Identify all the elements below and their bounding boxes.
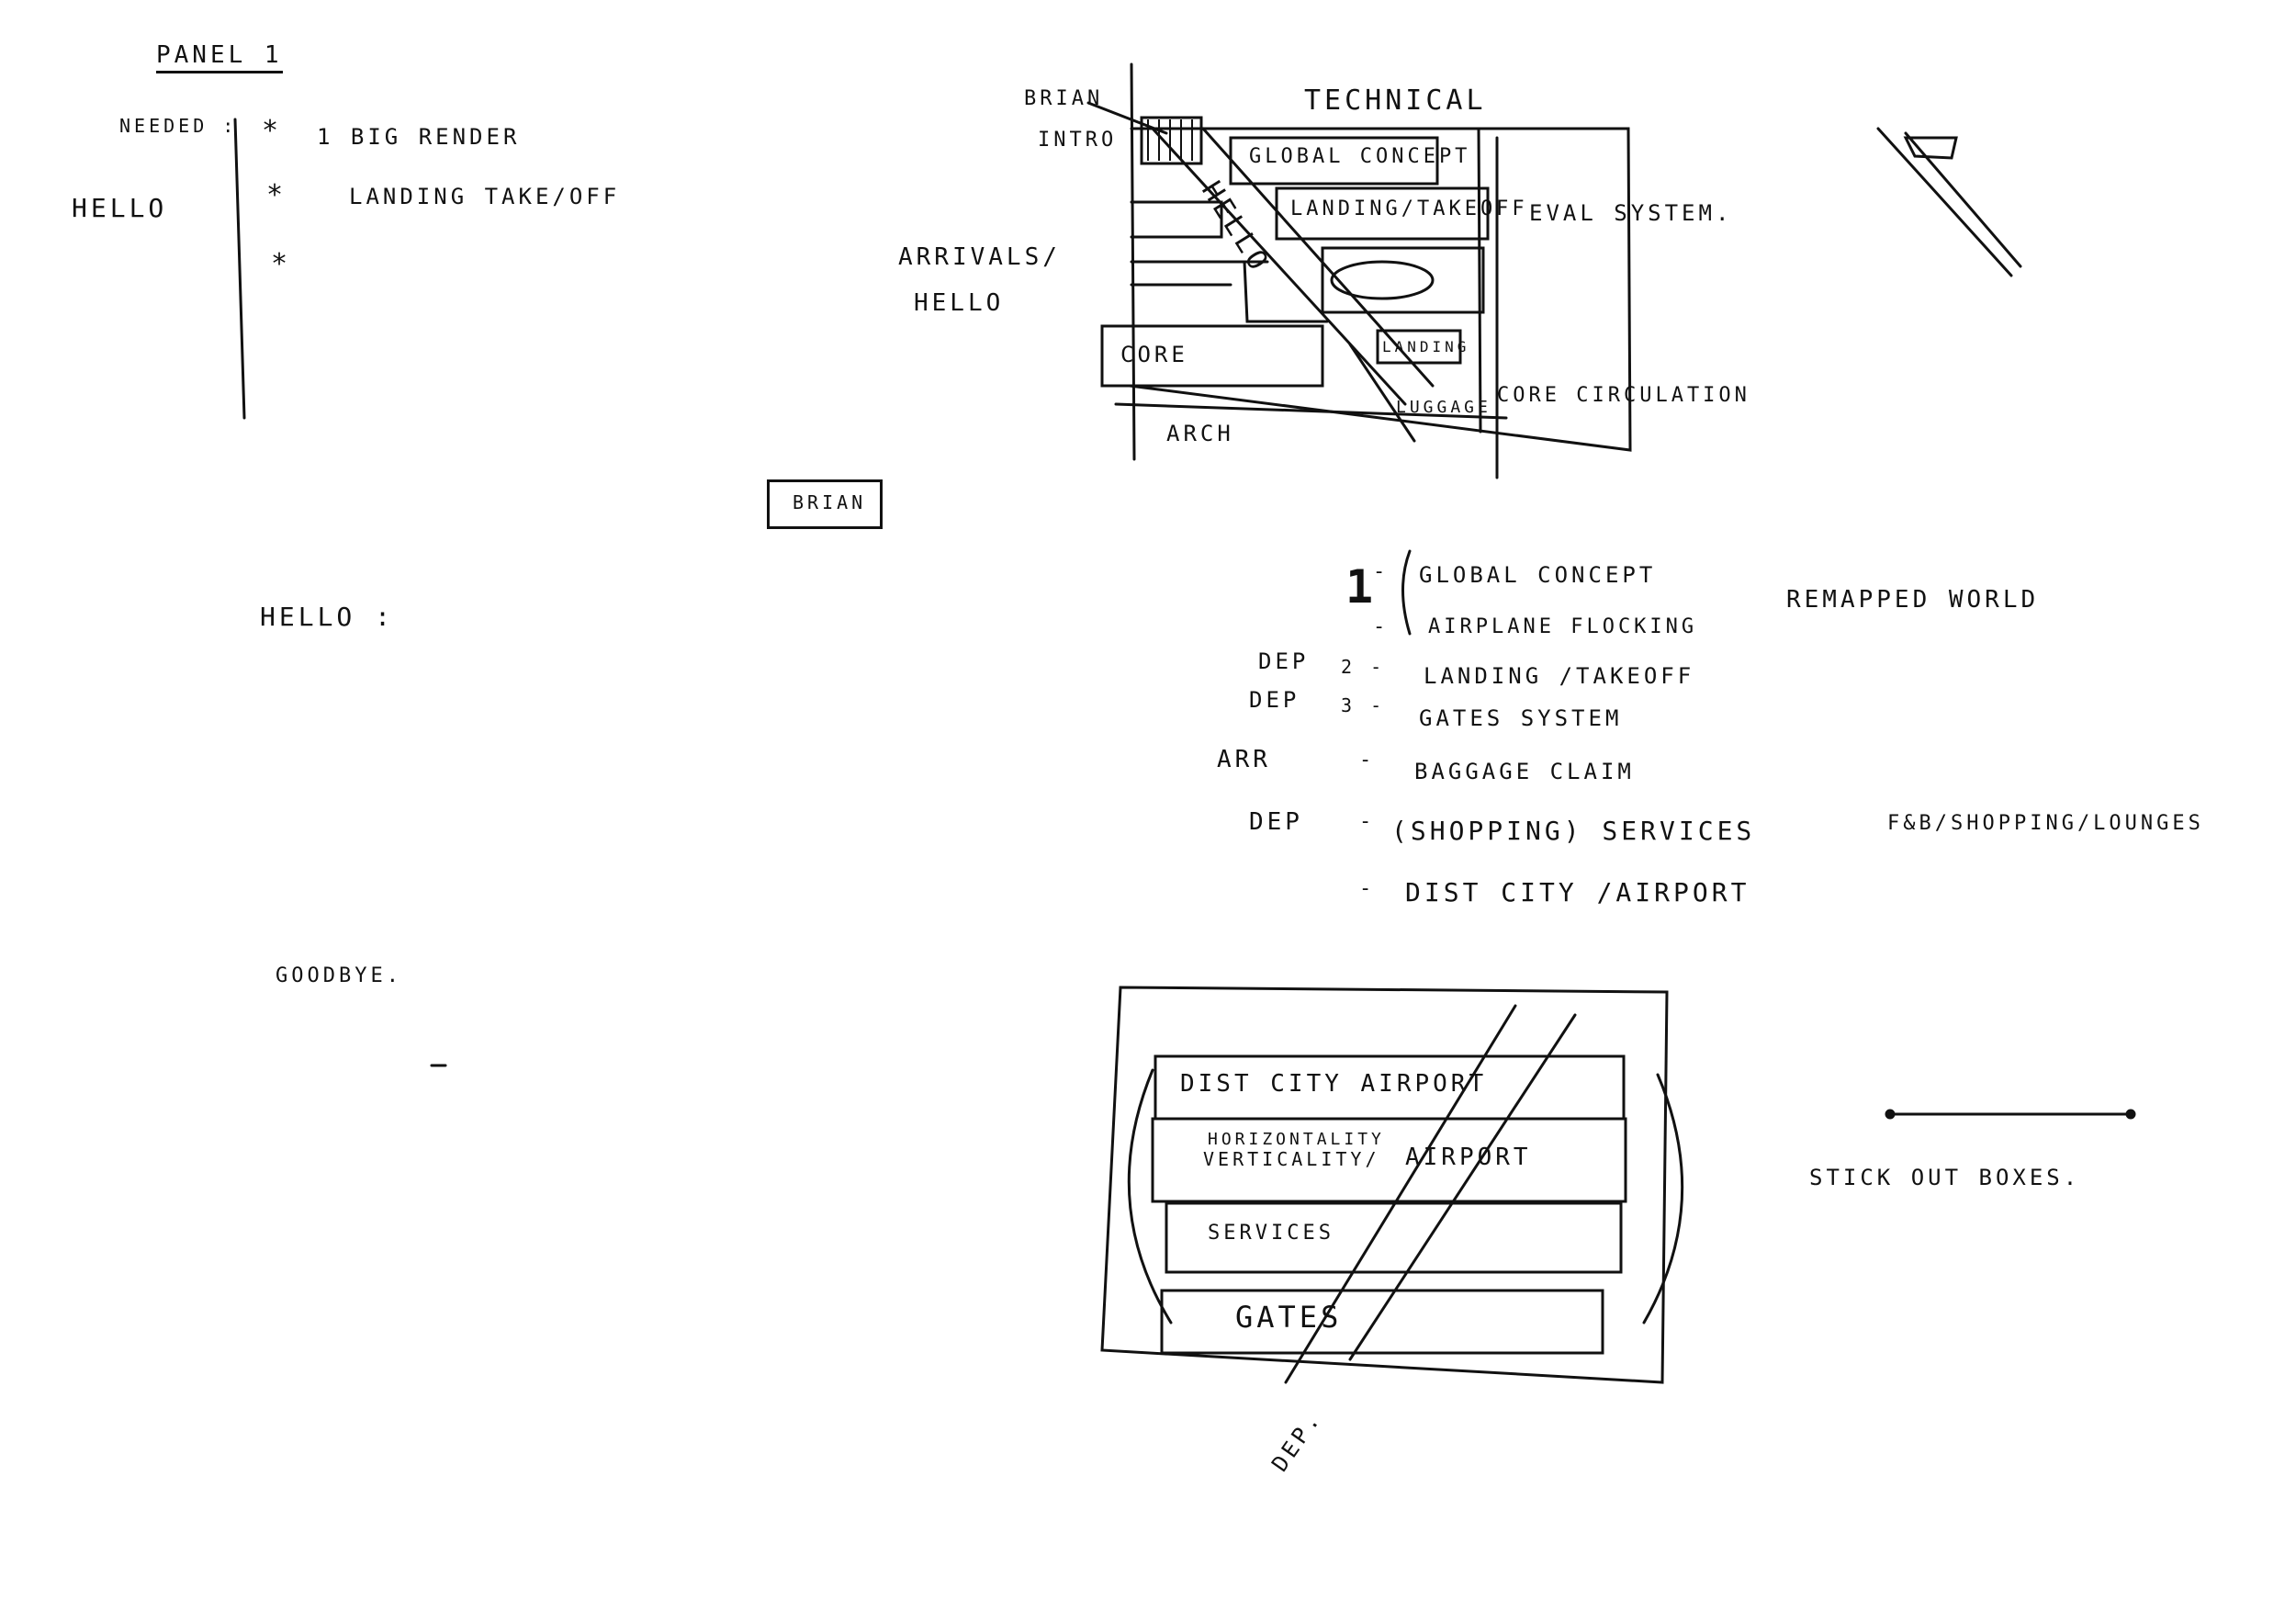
bottom-diag-2 [1350, 1015, 1575, 1359]
arrivals-2: HELLO [914, 289, 1004, 317]
flag-pole-2 [1906, 133, 2020, 266]
bullet-2: * [266, 179, 283, 211]
list-text-3: LANDING /TAKEOFF [1424, 663, 1694, 689]
brian-box: BRIAN [767, 479, 883, 529]
diagonal-band-3 [1350, 344, 1414, 441]
scribble-ellipse [1332, 262, 1433, 299]
list-num-2: - [1373, 615, 1389, 638]
hello-colon: HELLO : [260, 602, 394, 632]
list-big-number: 1 [1345, 560, 1373, 614]
list-num-1: - [1373, 560, 1389, 583]
hatched-box [1322, 248, 1483, 312]
core-circulation-label: CORE CIRCULATION [1497, 384, 1750, 407]
list-text-4: GATES SYSTEM [1419, 705, 1622, 731]
row-horizontality-line1: HORIZONTALITY [1208, 1130, 1385, 1149]
list-extra-6: F&B/SHOPPING/LOUNGES [1887, 812, 2204, 835]
arch-label: ARCH [1166, 421, 1234, 446]
stick-out-label: STICK OUT BOXES. [1809, 1165, 2080, 1190]
list-text-1: GLOBAL CONCEPT [1419, 562, 1656, 588]
list-extra-1: REMAPPED WORLD [1786, 586, 2039, 614]
flag-pole-1 [1878, 129, 2011, 276]
luggage-label: LUGGAGE [1396, 398, 1491, 417]
needed-item-2: LANDING TAKE/OFF [349, 184, 620, 209]
needed-divider-line [235, 119, 244, 418]
list-text-7: DIST CITY /AIRPORT [1405, 877, 1750, 907]
list-num-4: 3 - [1341, 694, 1385, 716]
hello-side: HELLO [72, 193, 167, 223]
list-num-5: - [1359, 749, 1375, 772]
stick-out-dot-right [2127, 1110, 2134, 1118]
core-label: CORE [1120, 342, 1188, 367]
bottom-frame [1102, 987, 1667, 1382]
row-airport-label: AIRPORT [1405, 1144, 1532, 1171]
goodbye: GOODBYE. [276, 964, 402, 987]
top-frame-inner-vertical [1479, 129, 1480, 432]
list-prefix-3: DEP [1258, 648, 1309, 674]
arrivals-1: ARRIVALS/ [898, 243, 1061, 271]
list-prefix-5: ARR [1217, 746, 1271, 773]
row-gates-label: GATES [1235, 1300, 1342, 1335]
needed-item-1: 1 BIG RENDER [317, 124, 520, 150]
list-num-6: - [1359, 810, 1375, 833]
brian-intro-2: INTRO [1038, 129, 1117, 152]
stick-out-dot-left [1886, 1110, 1894, 1118]
needed-label: NEEDED : [119, 115, 237, 137]
left-arc-arrow [1129, 1070, 1171, 1323]
bullet-1: * [262, 115, 278, 147]
bullet-3: * [271, 248, 287, 280]
row-gates [1162, 1291, 1603, 1353]
right-arc-arrow [1644, 1075, 1683, 1323]
technical-label: TECHNICAL [1304, 85, 1487, 117]
brian-box-label: BRIAN [793, 491, 866, 513]
list-text-6: (SHOPPING) SERVICES [1391, 816, 1755, 846]
list-num-3: 2 - [1341, 656, 1385, 678]
eval-system-label: EVAL SYSTEM. [1529, 200, 1732, 226]
row-verticality-line2: VERTICALITY/ [1203, 1148, 1380, 1170]
landing-small-label: LANDING [1382, 338, 1469, 355]
diagonal-band-1 [1153, 129, 1405, 404]
brian-intro-1: BRIAN [1024, 87, 1103, 110]
panel-title: PANEL 1 [156, 41, 283, 73]
list-text-2: AIRPLANE FLOCKING [1428, 615, 1697, 638]
row-services-label: SERVICES [1208, 1222, 1334, 1245]
list-text-5: BAGGAGE CLAIM [1414, 759, 1635, 784]
row-dist-city-label: DIST CITY AIRPORT [1180, 1070, 1487, 1098]
list-num-7: - [1359, 877, 1375, 900]
landing-label: LANDING/TAKEOFF [1290, 197, 1528, 220]
list-bracket [1403, 551, 1411, 634]
list-prefix-6: DEP [1249, 808, 1303, 836]
list-prefix-4: DEP [1249, 687, 1300, 713]
global-concept-label: GLOBAL CONCEPT [1249, 145, 1470, 168]
